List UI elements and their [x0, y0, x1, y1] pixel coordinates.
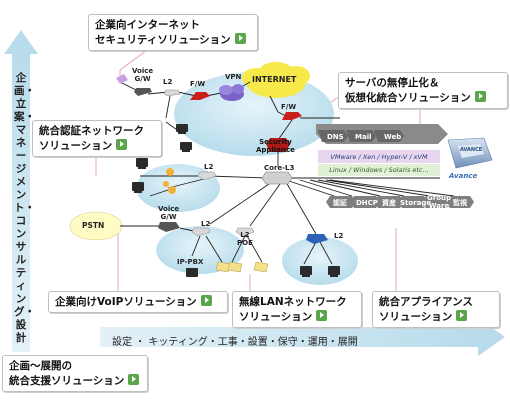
- pc-icons: [132, 124, 340, 277]
- virtualization-server-block: [316, 124, 448, 176]
- wlan-solution-box[interactable]: 無線LANネットワーク ソリューション: [232, 291, 362, 328]
- server-solution-line1: サーバの無停止化＆: [345, 77, 440, 89]
- arrow-right-icon: [456, 310, 468, 321]
- auth-solution-line1: 統合認証ネットワーク: [39, 125, 144, 137]
- voice-gw-top-label: Voice G/W: [132, 67, 154, 83]
- arrow-right-icon: [316, 310, 328, 321]
- appliance-solution-box[interactable]: 統合アプライアンス ソリューション: [372, 291, 500, 328]
- server-solution-box[interactable]: サーバの無停止化＆ 仮想化統合ソリューション: [338, 72, 508, 109]
- dhcp-label: DHCP: [356, 199, 378, 207]
- server-solution-line2: 仮想化統合ソリューション: [345, 92, 471, 104]
- vpn-cloud-icon: [219, 84, 244, 101]
- appliance-solution-line1: 統合アプライアンス: [379, 296, 473, 308]
- l2-bottom-label: L2: [201, 220, 211, 228]
- voice-gw-bottom-label: Voice G/W: [158, 205, 180, 221]
- wlan-solution-line2: ソリューション: [239, 311, 313, 323]
- arrow-right-icon: [474, 91, 486, 102]
- pstn-label: PSTN: [82, 221, 105, 230]
- fw-left-label: F/W: [190, 80, 206, 88]
- vertical-axis-label: 企画・立案・マネージメント・コンサルティング・設計: [14, 72, 35, 344]
- virtualization-band: VMware / Xen / Hyper-V / xVM: [330, 153, 428, 161]
- l2-right-label: L2: [334, 232, 344, 240]
- l2-switch-bottom-icon: [191, 227, 211, 237]
- arrow-right-icon: [128, 374, 140, 385]
- kanshi-label: 監視: [453, 199, 467, 207]
- security-appliance-icon: [266, 138, 290, 152]
- planning-solution-line1: 企画～展開の: [9, 360, 72, 372]
- l2-switch-mid-icon: [197, 171, 217, 181]
- groupware-label: Group Ware: [427, 194, 452, 210]
- appliance-server-row: [326, 196, 474, 208]
- voice-gateway-bottom-icon: [158, 222, 180, 232]
- network-links: [119, 81, 455, 265]
- arrow-right-icon: [116, 139, 128, 150]
- poe-switch-icon: [235, 227, 255, 237]
- l2-mid-label: L2: [204, 163, 214, 171]
- firewall-left-icon: [190, 92, 210, 100]
- storage-label: Storage: [400, 199, 432, 207]
- fw-right-label: F/W: [281, 103, 297, 111]
- dns-label: DNS: [327, 133, 344, 141]
- l2-switch-top-icon: [163, 89, 181, 97]
- auth-solution-box[interactable]: 統合認証ネットワーク ソリューション: [32, 120, 162, 157]
- arrow-right-icon: [234, 33, 246, 44]
- shisan-label: 資産: [382, 199, 396, 207]
- ip-phone-icons: [215, 261, 269, 273]
- vertical-axis-arrow: [4, 30, 38, 352]
- mail-label: Mail: [355, 133, 372, 141]
- wlan-cloud: [282, 237, 358, 285]
- planning-solution-box[interactable]: 企画～展開の 統合支援ソリューション: [2, 355, 148, 392]
- security-solution-box[interactable]: 企業向インターネット セキュリティソリューション: [88, 14, 258, 51]
- firewall-right-icon: [282, 112, 302, 120]
- avance-label: Avance: [449, 172, 478, 180]
- arrow-right-icon: [200, 295, 212, 306]
- security-solution-line1: 企業向インターネット: [95, 19, 200, 31]
- ip-pbx-label: IP-PBX: [177, 258, 204, 266]
- os-band: Linux / Windows / Solaris etc...: [329, 166, 429, 174]
- horizontal-axis-label: 設定 ・ キッティング・工事・設置・保守・運用・展開: [112, 337, 358, 348]
- l2-top-label: L2: [163, 78, 173, 86]
- voip-solution-line1: 企業向けVoIPソリューション: [55, 296, 197, 308]
- security-appliance-label: Security Appliance: [256, 138, 295, 154]
- l2-switch-right-icon: [306, 234, 328, 244]
- voice-gateway-top-icon: [116, 74, 152, 96]
- appliance-solution-line2: ソリューション: [379, 311, 453, 323]
- auth-server-label: 認証: [333, 199, 347, 207]
- core-l3-icon: [261, 171, 293, 185]
- internet-label: INTERNET: [252, 75, 297, 84]
- voip-solution-box[interactable]: 企業向けVoIPソリューション: [48, 291, 228, 313]
- poe-label: L2 POE: [237, 231, 253, 247]
- avance-logo: AVANCE: [460, 147, 483, 153]
- avance-appliance-icon: [447, 137, 493, 169]
- wlan-solution-line1: 無線LANネットワーク: [239, 296, 347, 308]
- auth-solution-line2: ソリューション: [39, 140, 113, 152]
- security-solution-line2: セキュリティソリューション: [95, 34, 231, 46]
- web-label: Web: [384, 133, 402, 141]
- vpn-label: VPN: [225, 73, 242, 81]
- connector-lines: [95, 47, 421, 298]
- planning-solution-line2: 統合支援ソリューション: [9, 375, 125, 387]
- auth-key-icons: [163, 168, 176, 194]
- core-l3-label: Core-L3: [264, 164, 295, 172]
